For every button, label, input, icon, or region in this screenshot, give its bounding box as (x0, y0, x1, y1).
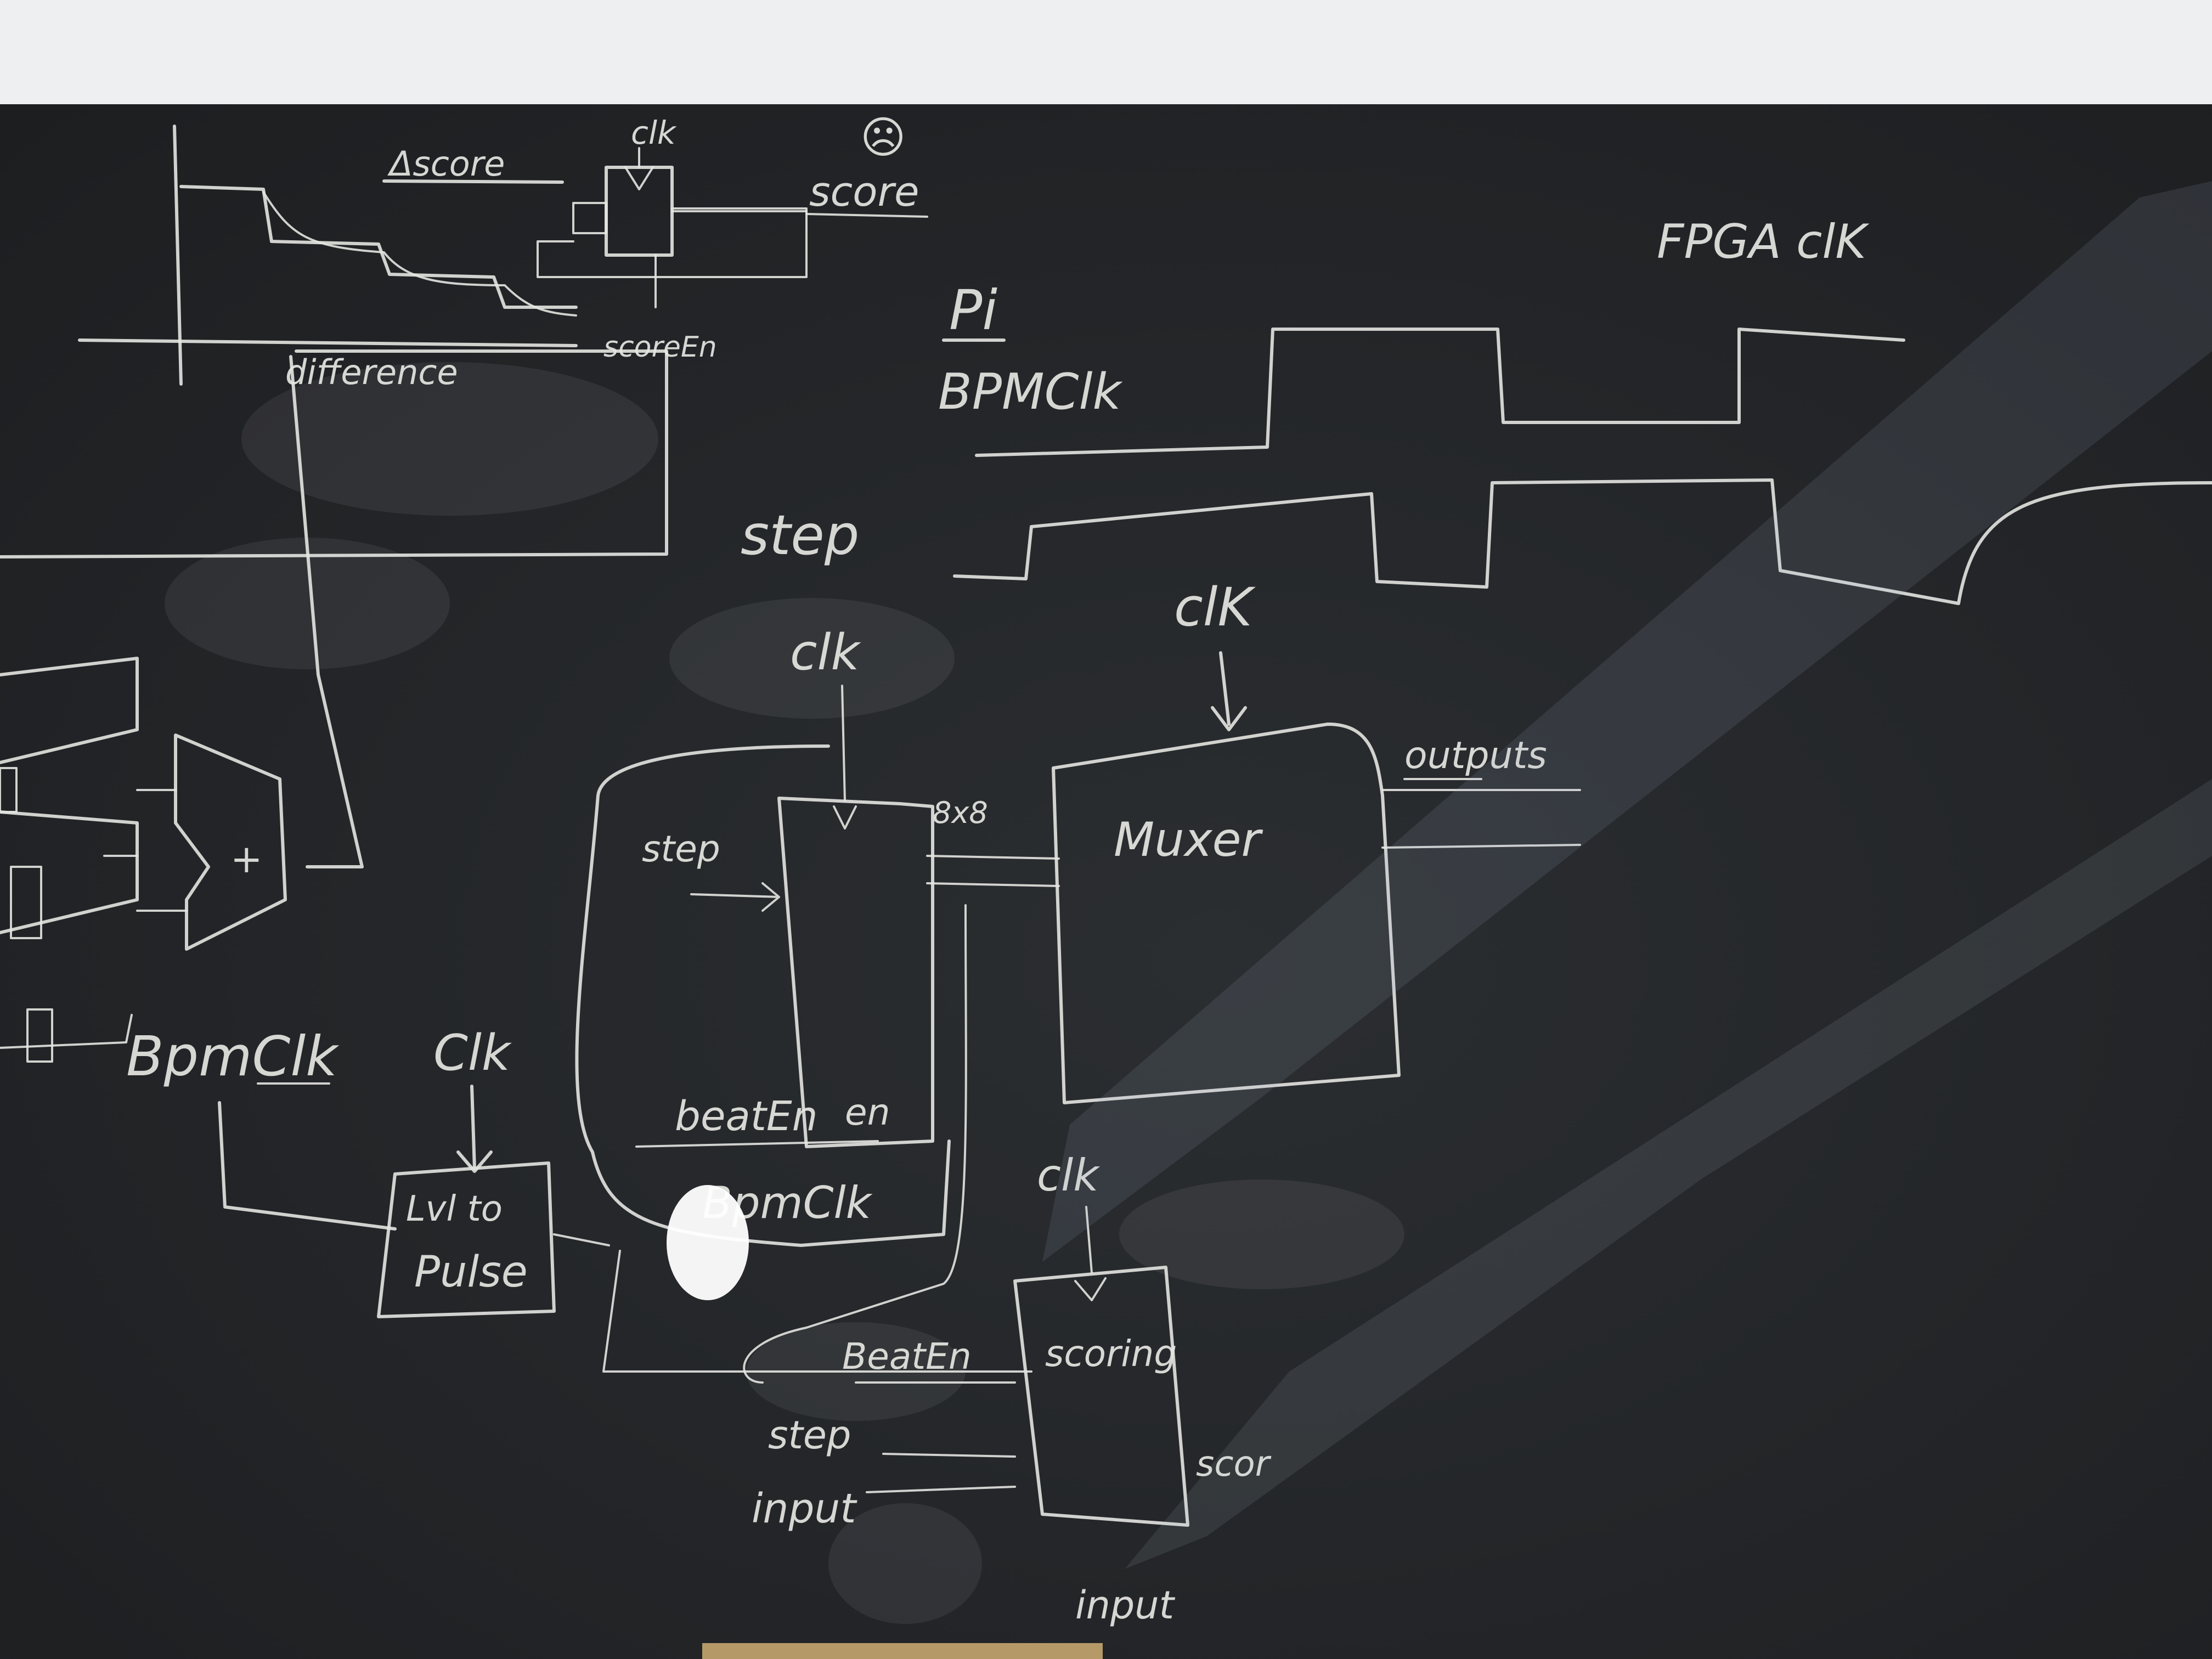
step-low-wire (882, 1453, 1016, 1458)
bpm-mid-down-wire (743, 904, 967, 1384)
register-small-box (572, 202, 607, 234)
left-box-b (10, 866, 42, 939)
step-register-loop (575, 744, 951, 1247)
clk-scoring-label: clk (1037, 1150, 1100, 1201)
bpm-clk-left-label: BpmClk (126, 1024, 340, 1088)
step-in-label: step (642, 828, 720, 870)
delta-score-staircase (179, 185, 578, 309)
beat-en-label: beatEn (675, 1093, 818, 1140)
lvl-to-pulse-label-1: Lvl to (406, 1189, 503, 1229)
score-low-label: scor (1196, 1444, 1272, 1485)
bpm-clk-waveform (975, 328, 1905, 457)
axis-horizontal (78, 338, 578, 347)
register-feedback (537, 207, 808, 278)
flash-spot (667, 1185, 749, 1300)
input-wire (866, 1486, 1016, 1493)
left-mux-upper (0, 657, 139, 764)
face-doodle: ☹ (860, 112, 906, 163)
left-mux-lower (0, 810, 139, 934)
outputs-wire-2 (1381, 844, 1581, 849)
muxer-box (1052, 723, 1401, 1104)
score-underline (805, 213, 928, 218)
clk-scoring-wire (1085, 1206, 1093, 1274)
beat-en-low-label: BeatEn (842, 1335, 972, 1378)
en-label: en (845, 1091, 890, 1133)
bpm-mid-left-wire (602, 1250, 1032, 1373)
step-waveform (953, 478, 2212, 605)
delta-score-label: Δscore (387, 144, 505, 184)
score-label: score (809, 168, 919, 216)
axis-vertical (173, 125, 183, 386)
pi-label: Pi (949, 278, 997, 342)
input-bottom-label: input (1075, 1583, 1176, 1628)
clk-muxer-label: clK (1174, 577, 1256, 638)
delta-score-underline (382, 179, 564, 184)
bpm-to-lvl-wire (218, 1101, 397, 1231)
difference-label: difference (285, 352, 458, 392)
input-label: input (752, 1485, 857, 1532)
score-en-label: scoreEn (603, 331, 717, 364)
fpga-clk-label: FPGA clK (1657, 215, 1870, 269)
adder-symbol: + (230, 837, 263, 882)
scoring-label: scoring (1045, 1333, 1177, 1375)
scoring-clock-tick (1074, 1277, 1107, 1301)
clk-lvl-arrow (456, 1085, 493, 1173)
score-register (605, 166, 674, 257)
adder-sketch (0, 657, 287, 1063)
scoring-box (1013, 1266, 1189, 1527)
light-reflections (667, 181, 2212, 1569)
beat-en-wire (635, 1140, 879, 1148)
lvl-to-pulse-box (377, 1161, 556, 1318)
step-register-clock-tick (833, 805, 857, 830)
step-register (777, 797, 934, 1148)
difference-box (0, 349, 668, 558)
wall-background (0, 0, 2212, 104)
clk-lvl-label: Clk (433, 1024, 512, 1082)
outputs-label: outputs (1404, 734, 1547, 777)
difference-curve (262, 191, 577, 317)
difference-down-wire (289, 355, 364, 868)
eraser-smudges (165, 362, 1404, 1624)
score-register-sketch (0, 125, 928, 868)
step-wave-label: step (741, 503, 859, 567)
chalkboard (0, 104, 2212, 1659)
chalk-tray (702, 1643, 1103, 1659)
clk-top-label: clk (631, 114, 677, 151)
clk-step-reg-wire (841, 685, 846, 802)
muxer-label: Muxer (1114, 812, 1263, 867)
register-clock-tick (624, 166, 654, 190)
left-box-a (0, 767, 18, 813)
adder-block (174, 733, 287, 951)
clk-step-reg-label: clk (790, 624, 861, 681)
clk-muxer-arrow (1211, 651, 1247, 731)
left-wire-d (0, 1014, 133, 1049)
pulse-out-wire (553, 1233, 610, 1246)
lvl-to-pulse-label-2: Pulse (414, 1248, 528, 1297)
eight-by-eight-label: 8x8 (933, 795, 988, 830)
step-in-arrow (690, 882, 780, 912)
eight-by-eight-bus (926, 855, 1060, 887)
step-low-label: step (768, 1413, 851, 1458)
bpm-clk-wave-label: BPMClk (938, 363, 1124, 421)
left-box-c (26, 1008, 53, 1063)
